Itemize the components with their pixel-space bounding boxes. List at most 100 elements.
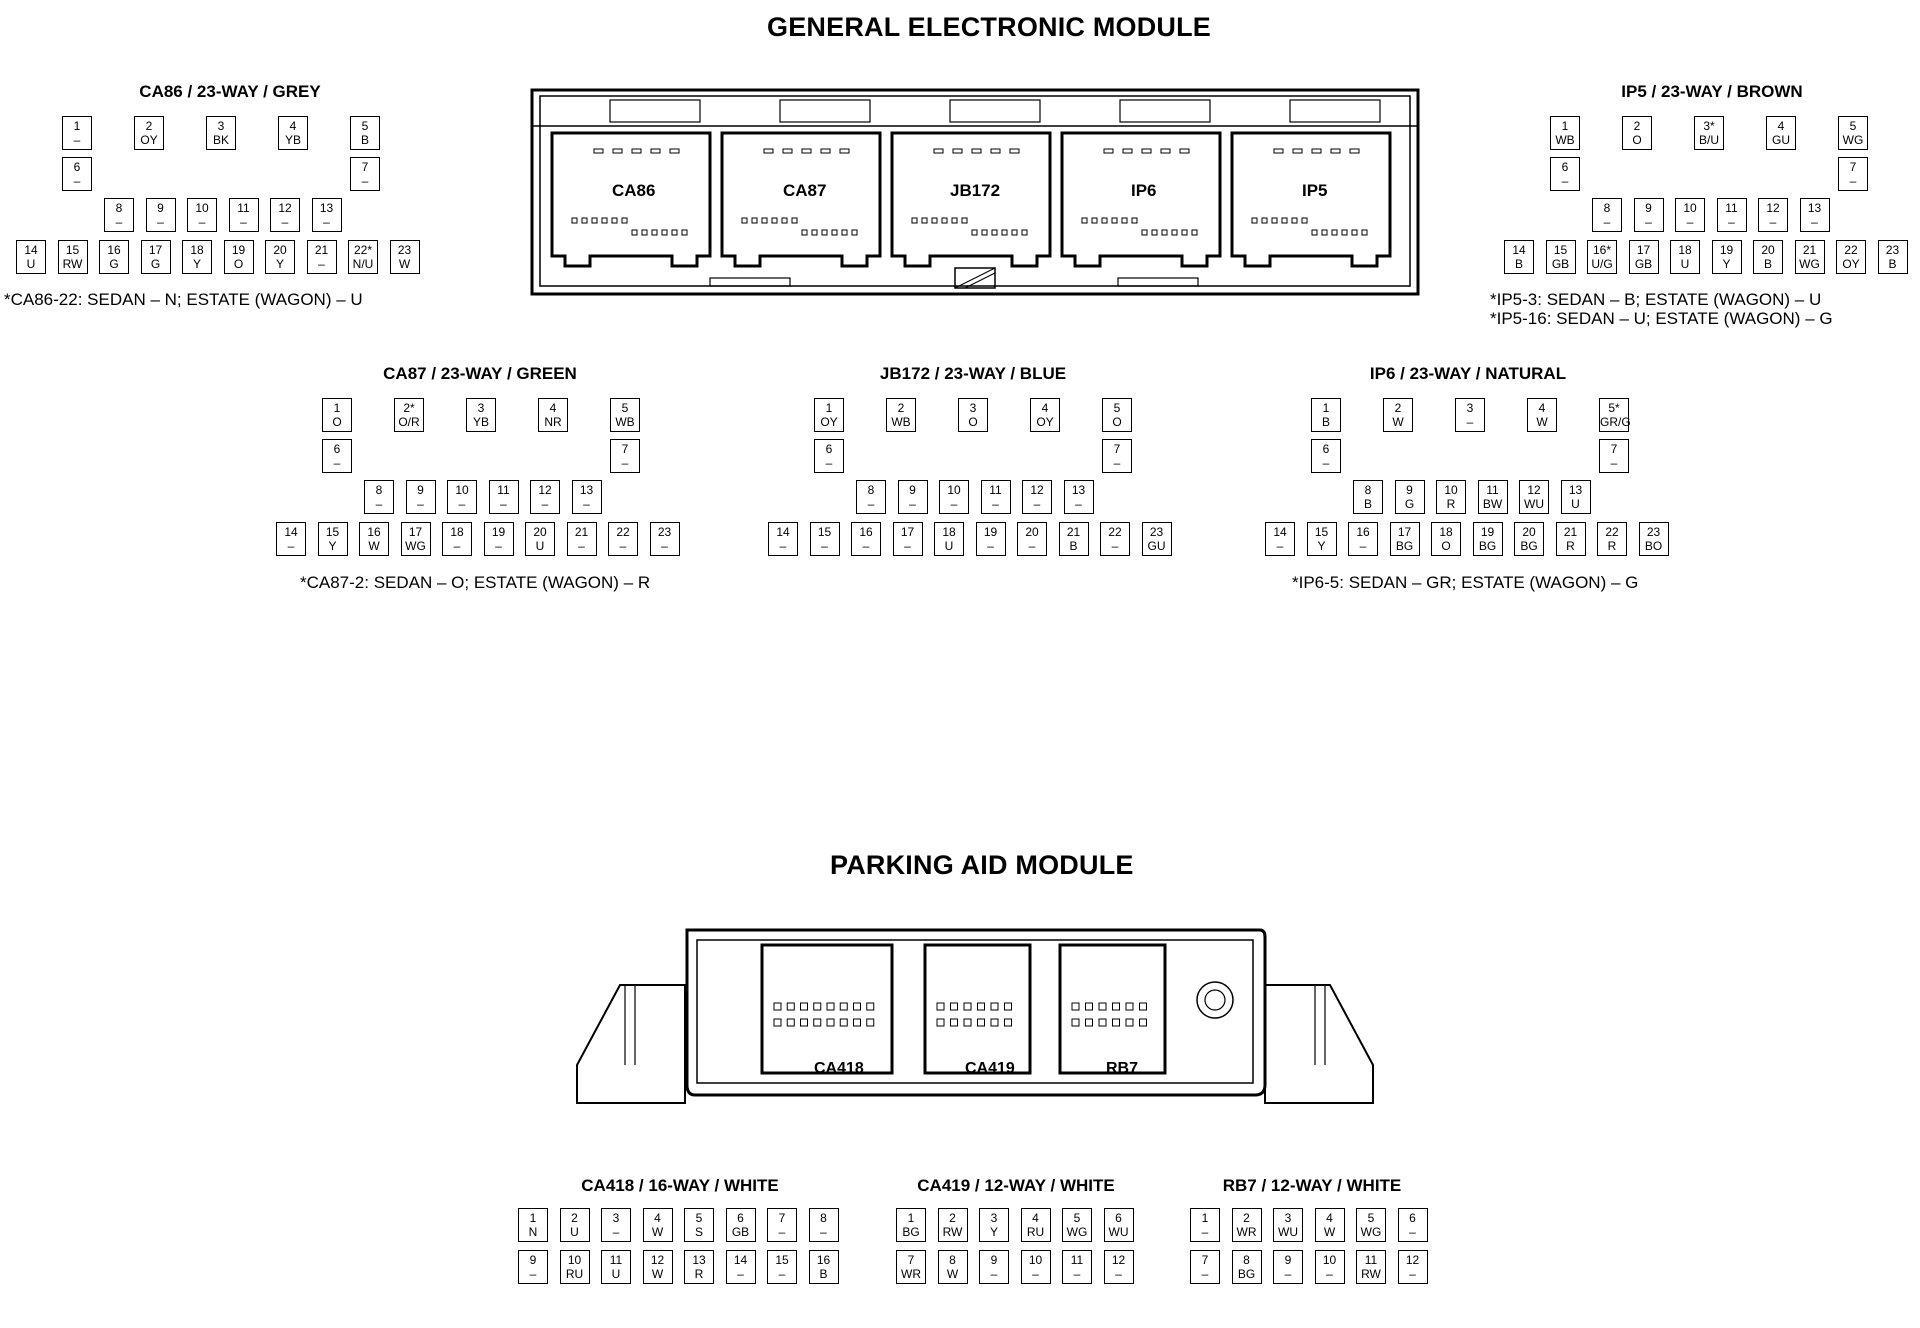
module-pin-slot [1141, 148, 1152, 154]
pin-number: 17 [1636, 243, 1651, 257]
pin-number: 3 [477, 401, 485, 415]
module-pin-slot [1281, 217, 1288, 224]
pin-wire-color: U/G [1591, 257, 1613, 271]
pin-number: 21 [1563, 525, 1578, 539]
pin-wire-color: – [1201, 1225, 1209, 1239]
pin-number: 12 [1766, 201, 1780, 215]
pin-number: 8 [867, 483, 875, 497]
pin-cell: 1– [1190, 1208, 1220, 1242]
pin-wire-color: O [233, 257, 244, 271]
pin-number: 16* [1592, 243, 1612, 257]
pin-cell: 8– [808, 1208, 839, 1242]
pin-cell: 13– [311, 198, 342, 232]
pin-number: 15 [1553, 243, 1568, 257]
module-pin-slot [786, 1018, 795, 1027]
pin-number: 18 [450, 525, 464, 539]
pin-wire-color: U [944, 539, 954, 553]
module-pin-slot [800, 1002, 808, 1011]
pin-cell: 9– [405, 480, 436, 514]
pin-number: 3* [1703, 119, 1715, 133]
pin-wire-color: – [904, 539, 911, 553]
pin-wire-color: – [621, 456, 629, 470]
pin-cell: 14– [276, 522, 306, 556]
pin-number: 12 [1111, 1253, 1126, 1267]
pin-number: 7 [361, 160, 369, 174]
module-pin-slot [1004, 1002, 1012, 1011]
pin-wire-color: – [1686, 215, 1694, 229]
pin-number: 13 [579, 483, 594, 497]
pin-wire-color: – [157, 215, 164, 229]
connector-footnote: *CA87-2: SEDAN – O; ESTATE (WAGON) – R [300, 573, 651, 592]
pin-wire-color: – [1610, 456, 1618, 470]
module-pin-slot [971, 148, 982, 154]
pin-number: 1 [825, 401, 833, 415]
pin-number: 2 [1394, 401, 1402, 415]
module-pin-slot [1098, 1018, 1107, 1027]
module-pin-slot [990, 1018, 999, 1027]
pin-wire-color: – [73, 174, 81, 188]
pin-number: 7 [1849, 160, 1857, 174]
pin-cell: 12– [1758, 198, 1788, 232]
pin-cell: 21– [306, 240, 337, 274]
pin-number: 14 [776, 525, 790, 539]
pin-wire-color: – [661, 539, 668, 553]
pin-number: 22 [1108, 525, 1122, 539]
pin-number: 16 [367, 525, 381, 539]
module-pin-slot [1101, 217, 1108, 224]
module-pin-slot [1085, 1018, 1093, 1027]
module-pin-slot [786, 1002, 795, 1011]
module-pin-slot [853, 1018, 861, 1027]
pin-number: 5 [1113, 401, 1121, 415]
pin-cell: 7– [767, 1208, 797, 1242]
module-pin-slot [791, 217, 798, 224]
pin-wire-color: – [73, 133, 81, 147]
pin-number: 1 [907, 1211, 915, 1225]
pin-wire-color: RW [942, 1225, 963, 1239]
pin-wire-color: – [612, 1225, 620, 1239]
pin-number: 8 [949, 1253, 956, 1267]
pin-number: 4 [289, 119, 297, 133]
pin-wire-color: – [1073, 1267, 1081, 1281]
pin-cell: 9– [897, 480, 928, 514]
pin-cell: 22– [1100, 522, 1130, 556]
module-pin-slot [782, 148, 793, 154]
pin-wire-color: WB [615, 415, 635, 429]
pin-wire-color: OY [820, 415, 838, 429]
module-pin-slot [826, 1002, 835, 1011]
module-pin-slot [1098, 1002, 1107, 1011]
module-pin-slot [671, 229, 678, 236]
gem-module-label-ca87: CA87 [783, 181, 827, 200]
module-pin-slot [571, 217, 578, 224]
pin-cell: 13– [1063, 480, 1094, 514]
pin-cell: 11– [1716, 198, 1747, 232]
pin-number: 15 [817, 525, 832, 539]
pin-number: 23 [657, 525, 672, 539]
pin-number: 14 [24, 243, 38, 257]
module-pin-slot [1330, 148, 1341, 154]
module-pin-slot [669, 148, 680, 154]
connector-footnote: *IP5-16: SEDAN – U; ESTATE (WAGON) – G [1490, 309, 1833, 328]
pin-number: 2 [1633, 119, 1641, 133]
pin-wire-color: – [778, 1267, 786, 1281]
pin-wire-color: RW [1361, 1267, 1381, 1281]
connector-footnote: *IP6-5: SEDAN – GR; ESTATE (WAGON) – G [1292, 573, 1639, 592]
pin-wire-color: – [1728, 215, 1735, 229]
pin-wire-color: U [570, 1225, 579, 1239]
pin-number: 2 [571, 1211, 578, 1225]
gem-module-label-ca86: CA86 [612, 181, 656, 200]
